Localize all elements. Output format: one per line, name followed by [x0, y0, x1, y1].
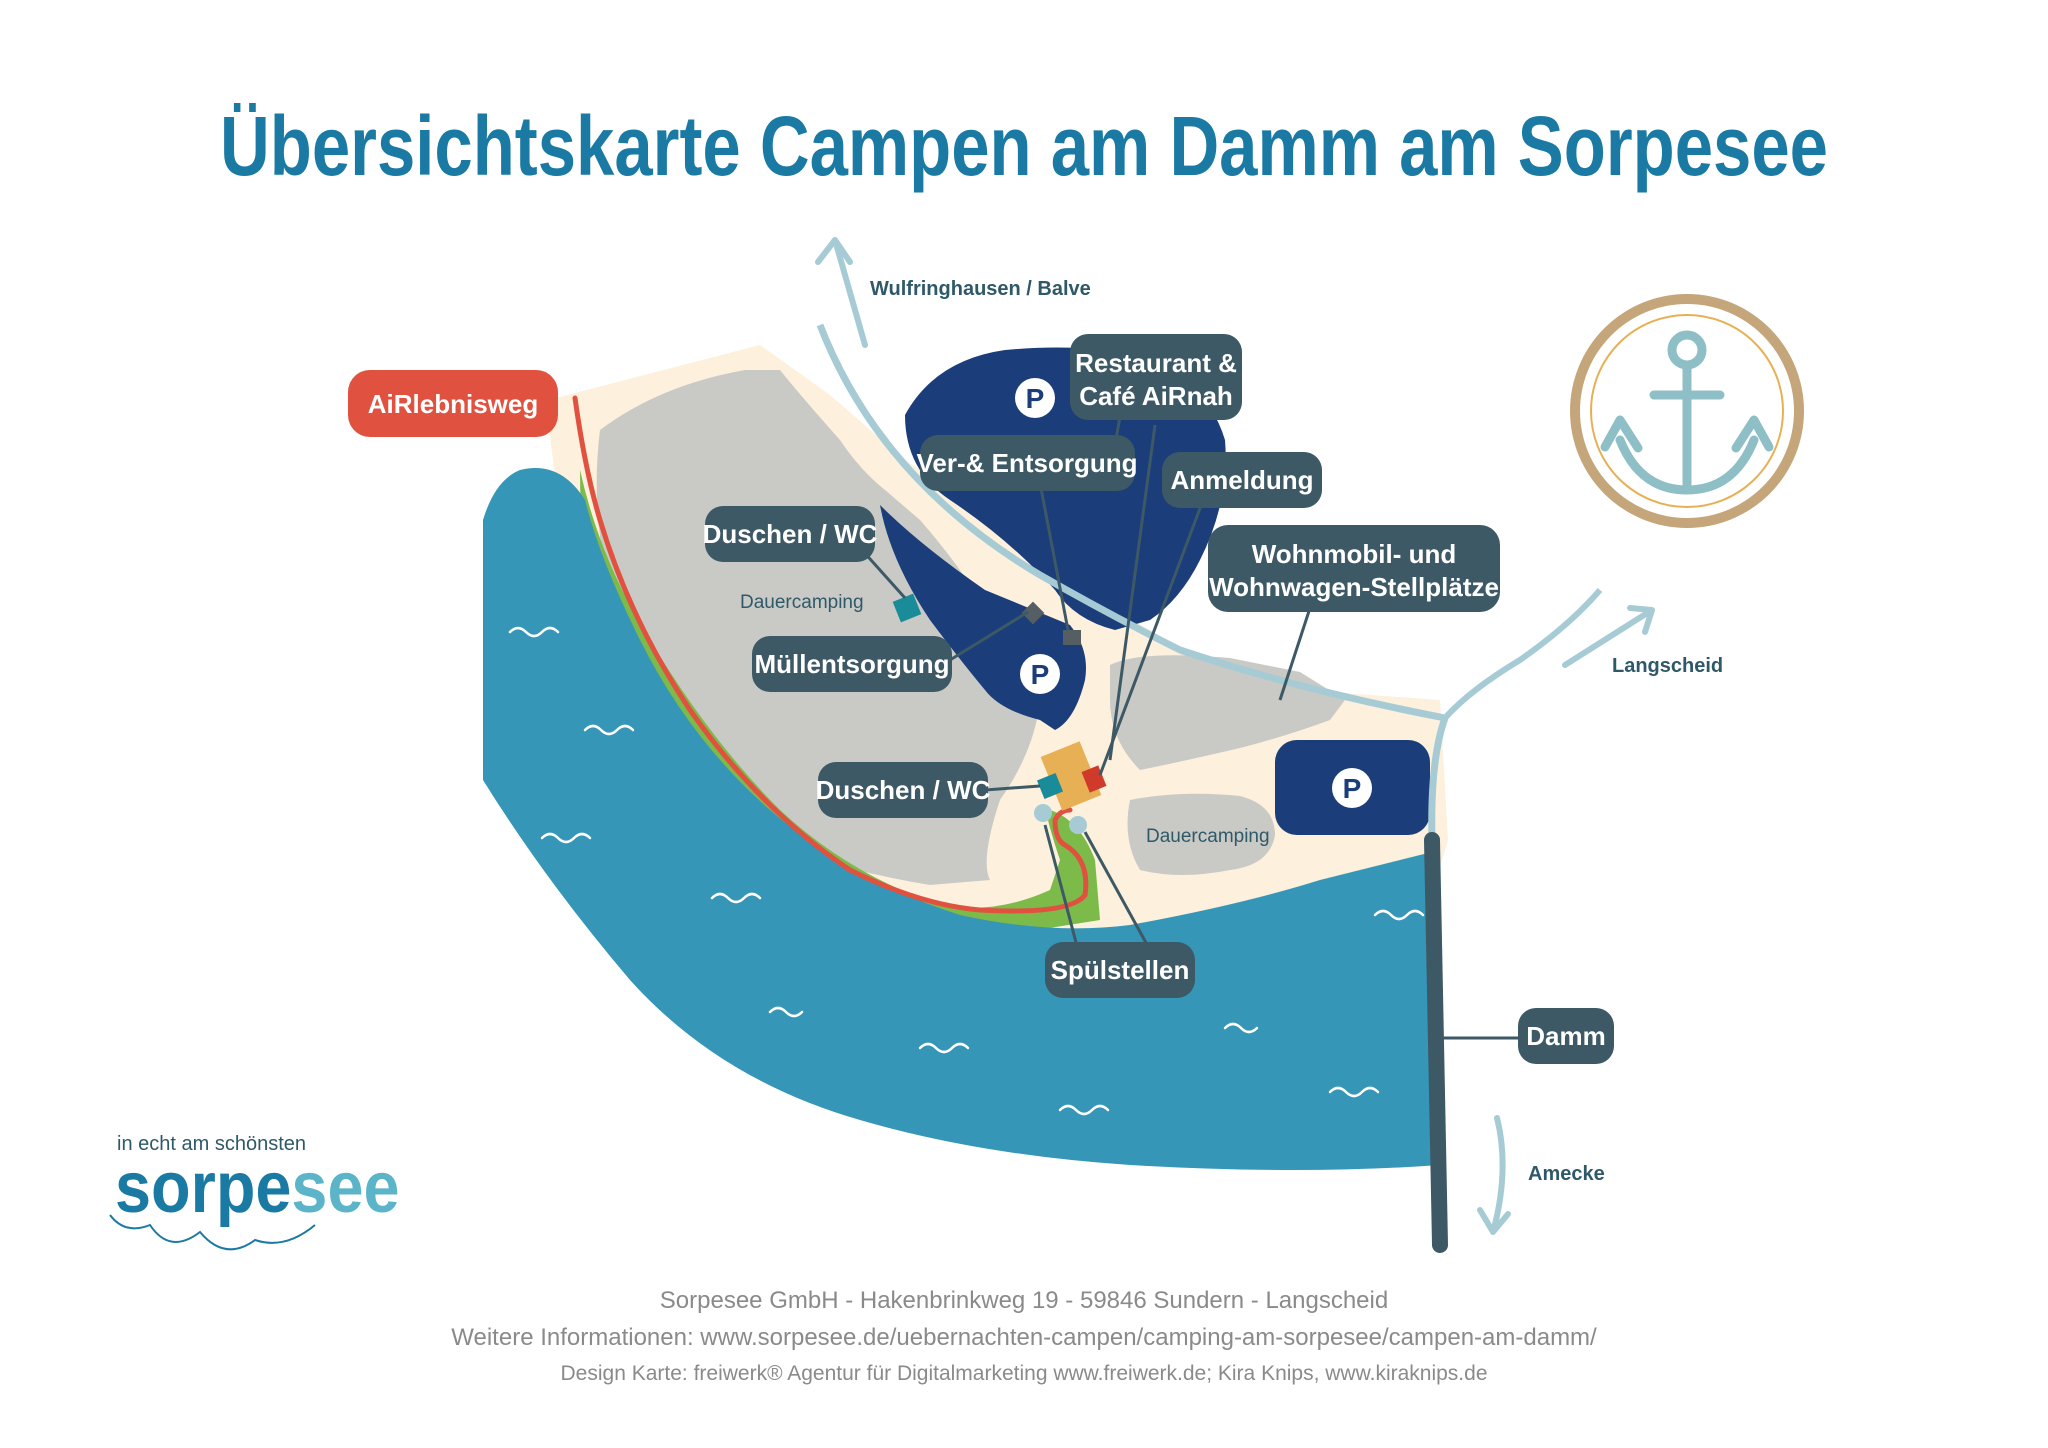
spuelstelle-marker: [1034, 804, 1052, 822]
leader-lines: [860, 387, 1522, 1040]
svg-text:Wohnwagen-Stellplätze: Wohnwagen-Stellplätze: [1209, 572, 1499, 602]
parking-icon: P: [1015, 378, 1055, 418]
arrow-north-icon: [815, 237, 868, 348]
footer-address: Sorpesee GmbH - Hakenbrinkweg 19 - 59846…: [659, 1287, 1389, 1314]
direction-label-south: Amecke: [1528, 1163, 1605, 1185]
road-dam: [1428, 716, 1449, 841]
supply-marker: [1063, 630, 1081, 645]
footer-credits: Design Karte: freiwerk® Agentur für Digi…: [560, 1362, 1488, 1385]
svg-text:Restaurant &: Restaurant &: [1075, 348, 1237, 378]
dam: [1424, 832, 1448, 1253]
road-east: [1442, 588, 1603, 720]
anchor-icon: [1600, 330, 1774, 495]
label-restaurant: Restaurant & Café AiRnah: [1070, 334, 1242, 420]
parking-icon: P: [1020, 654, 1060, 694]
waste-marker: [1021, 601, 1045, 625]
svg-text:Anmeldung: Anmeldung: [1171, 465, 1314, 495]
svg-text:Damm: Damm: [1526, 1021, 1605, 1051]
label-spuelstellen: Spülstellen: [1045, 942, 1195, 998]
sorpesee-logo: in echt am schönsten sorpesee: [109, 1133, 400, 1251]
arrow-east-icon: [1562, 605, 1655, 668]
label-duschen-wc-bottom: Duschen / WC: [816, 762, 991, 818]
camping-area-right-lower: [1127, 793, 1275, 875]
map-title: Übersichtskarte Campen am Damm am Sorpes…: [220, 99, 1828, 193]
airlebnisweg-trail: [572, 395, 1089, 914]
svg-text:Wohnmobil- und: Wohnmobil- und: [1252, 539, 1457, 569]
wave-icons: [508, 626, 1425, 1136]
label-airlebnisweg: AiRlebnisweg: [348, 370, 558, 437]
dauercamping-left-label: Dauercamping: [740, 592, 864, 613]
direction-label-east: Langscheid: [1612, 655, 1723, 677]
spuelstelle-marker: [1069, 816, 1087, 834]
label-wohnmobil: Wohnmobil- und Wohnwagen-Stellplätze: [1208, 525, 1500, 612]
svg-text:Müllentsorgung: Müllentsorgung: [755, 649, 950, 679]
svg-text:AiRlebnisweg: AiRlebnisweg: [368, 389, 538, 419]
anchor-badge: [1570, 294, 1804, 528]
dauercamping-right-label: Dauercamping: [1146, 826, 1270, 847]
svg-text:in echt am schönsten: in echt am schönsten: [117, 1133, 306, 1155]
lake-water: [483, 468, 1440, 1170]
direction-label-north: Wulfringhausen / Balve: [870, 278, 1091, 300]
svg-text:Duschen / WC: Duschen / WC: [703, 519, 878, 549]
label-muellentsorgung: Müllentsorgung: [752, 636, 952, 692]
parking-icon: P: [1332, 768, 1372, 808]
footer-info-link[interactable]: Weitere Informationen: www.sorpesee.de/u…: [451, 1324, 1597, 1351]
road-north: [816, 323, 1446, 722]
svg-text:Spülstellen: Spülstellen: [1051, 955, 1190, 985]
svg-text:sorpesee: sorpesee: [115, 1147, 400, 1228]
svg-text:P: P: [1026, 383, 1045, 414]
svg-text:Ver-& Entsorgung: Ver-& Entsorgung: [916, 448, 1137, 478]
svg-text:Duschen / WC: Duschen / WC: [816, 775, 991, 805]
arrow-south-icon: [1477, 1115, 1511, 1235]
svg-text:P: P: [1343, 773, 1362, 804]
shower-marker-bottom: [1036, 772, 1064, 800]
svg-text:P: P: [1031, 659, 1050, 690]
label-duschen-wc-top: Duschen / WC: [703, 506, 878, 562]
shower-marker-top: [892, 593, 922, 623]
label-anmeldung: Anmeldung: [1162, 452, 1322, 508]
label-damm: Damm: [1518, 1008, 1614, 1064]
label-ver-entsorgung: Ver-& Entsorgung: [916, 435, 1138, 491]
svg-text:Café AiRnah: Café AiRnah: [1079, 381, 1233, 411]
